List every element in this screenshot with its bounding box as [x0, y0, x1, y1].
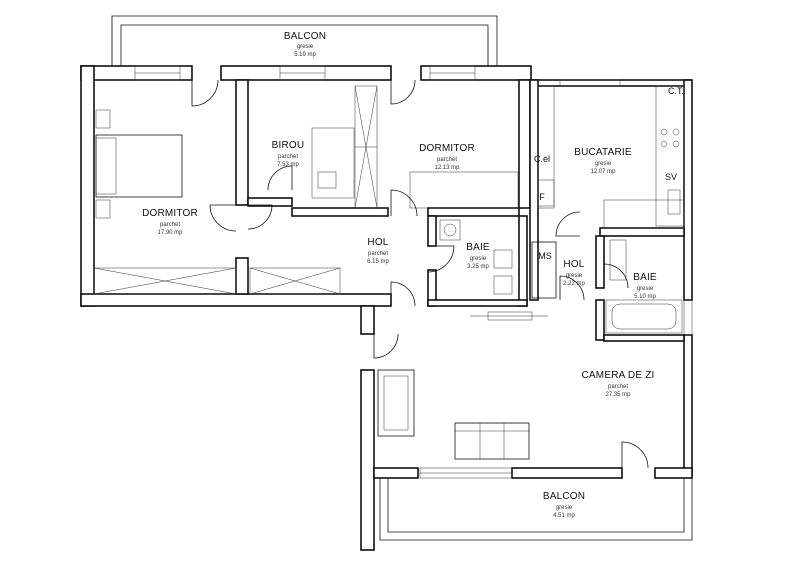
room-material-balcon-bottom: gresie: [556, 505, 573, 511]
label-sv: SV: [665, 172, 677, 182]
room-material-dormitor-mid: parchet: [437, 157, 457, 163]
room-material-camera-de-zi: parchet: [608, 384, 628, 390]
wardrobe-hall: [249, 267, 341, 295]
label-celula: C.el: [534, 154, 550, 164]
wardrobe-left: [93, 267, 237, 295]
room-name-baie-mid: BAIE: [466, 242, 490, 253]
room-area-birou: 7.53 mp: [277, 162, 299, 168]
bed-left: [95, 109, 183, 219]
living-furniture: [377, 311, 548, 460]
room-material-hol-main: parchet: [368, 251, 388, 257]
label-camera-de-zi: CAMERA DE ZI parchet 27.35 mp: [582, 370, 655, 398]
label-bucatarie: BUCATARIE gresie 12.07 mp: [574, 147, 632, 175]
label-hol-main: HOL parchet 6.15 mp: [367, 237, 389, 265]
label-frigider: F: [539, 192, 545, 202]
label-dormitor-left: DORMITOR parchet 17.90 mp: [142, 208, 198, 236]
bath-mid-fixtures: [439, 219, 513, 295]
room-area-baie-right: 5.10 mp: [634, 294, 656, 300]
label-birou: BIROU parchet 7.53 mp: [272, 140, 305, 168]
room-area-balcon-top: 5.19 mp: [294, 52, 316, 58]
room-area-camera-de-zi: 27.35 mp: [605, 392, 631, 398]
room-material-birou: parchet: [278, 154, 298, 160]
room-material-hol-small: gresie: [566, 273, 583, 279]
room-name-balcon-top: BALCON: [284, 31, 326, 42]
interior-walls: [235, 79, 685, 342]
room-material-bucatarie: gresie: [595, 161, 612, 167]
kitchen-counter: [537, 85, 685, 229]
bath-right-fixtures: [605, 239, 683, 334]
room-area-dormitor-left: 17.90 mp: [157, 230, 183, 236]
room-name-hol-small: HOL: [563, 259, 584, 270]
doors: [191, 79, 649, 469]
room-name-dormitor-left: DORMITOR: [142, 208, 198, 219]
room-area-balcon-bottom: 4.51 mp: [553, 513, 575, 519]
wardrobe-birou: [354, 85, 378, 209]
balcony-top-outline: [111, 15, 498, 66]
room-area-bucatarie: 12.07 mp: [590, 169, 616, 175]
room-name-birou: BIROU: [272, 140, 305, 151]
room-name-bucatarie: BUCATARIE: [574, 147, 632, 158]
room-area-hol-main: 6.15 mp: [367, 259, 389, 265]
bed-mid: [409, 171, 519, 209]
room-area-baie-mid: 3.25 mp: [467, 264, 489, 270]
label-ms: MS: [538, 251, 552, 261]
balcony-bottom-outline: [379, 478, 693, 541]
desk-birou: [311, 127, 355, 199]
room-name-dormitor-mid: DORMITOR: [419, 143, 475, 154]
room-material-baie-right: gresie: [637, 286, 654, 292]
label-hol-small: HOL gresie 2.22 mp: [563, 259, 585, 287]
label-baie-mid: BAIE gresie 3.25 mp: [466, 242, 490, 270]
label-centrala: C.T.: [668, 86, 684, 96]
room-material-dormitor-left: parchet: [160, 222, 180, 228]
windows-top: [134, 65, 693, 479]
room-area-hol-small: 2.22 mp: [563, 281, 585, 287]
label-balcon-bottom: BALCON gresie 4.51 mp: [543, 491, 585, 519]
label-balcon-top: BALCON gresie 5.19 mp: [284, 31, 326, 58]
label-baie-right: BAIE gresie 5.10 mp: [633, 272, 657, 300]
room-area-dormitor-mid: 12.13 mp: [434, 165, 460, 171]
room-name-baie-right: BAIE: [633, 272, 657, 283]
room-material-balcon-top: gresie: [297, 44, 314, 50]
room-name-balcon-bottom: BALCON: [543, 491, 585, 502]
room-material-baie-mid: gresie: [470, 256, 487, 262]
room-name-camera-de-zi: CAMERA DE ZI: [582, 370, 655, 381]
label-dormitor-mid: DORMITOR parchet 12.13 mp: [419, 143, 475, 171]
room-name-hol-main: HOL: [367, 237, 388, 248]
